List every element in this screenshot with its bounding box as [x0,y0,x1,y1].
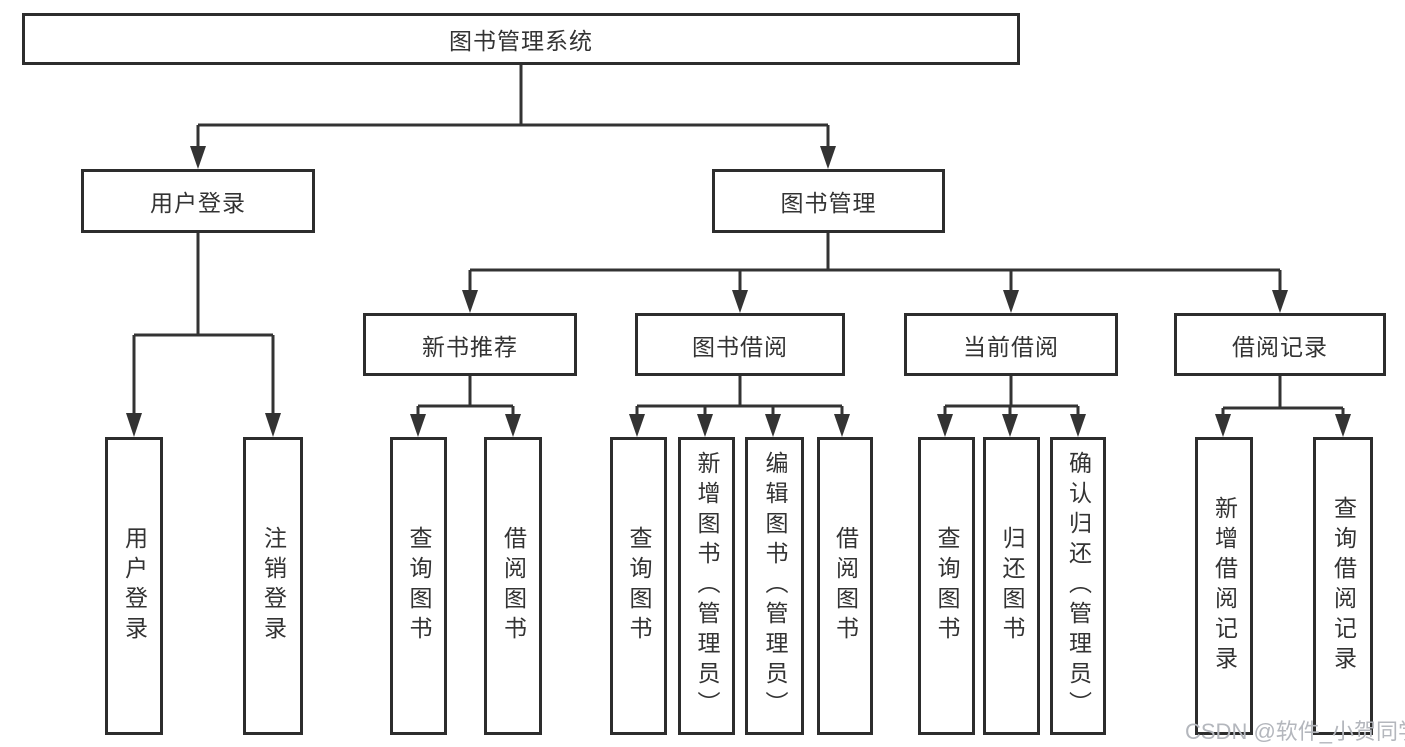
leaf-user-login: 用户登录 [105,437,163,735]
node-user-login: 用户登录 [81,169,315,233]
leaf-borrow-books-recommend: 借阅图书 [484,437,542,735]
arrowhead [505,414,521,437]
leaf-add-borrow-record: 新增借阅记录 [1195,437,1253,735]
node-book-management: 图书管理 [712,169,945,233]
connector-borrow-records-to-children [1215,376,1351,437]
leaf-label: 归还图书 [999,526,1025,646]
arrowhead [1272,290,1288,313]
node-label: 新书推荐 [422,333,518,360]
leaf-label: 借阅图书 [500,526,527,646]
leaf-borrow-books-borrowing: 借阅图书 [817,437,873,735]
leaf-query-books-current: 查询图书 [918,437,975,735]
node-label: 图书管理 [780,190,877,216]
leaf-label: 确认归还（管理员） [1065,451,1092,721]
arrowhead [410,414,426,437]
arrowhead [126,413,142,437]
node-current-borrowing: 当前借阅 [904,313,1118,376]
node-label: 图书管理系统 [449,28,593,54]
leaf-edit-book-admin: 编辑图书（管理员） [745,437,804,735]
leaf-label: 新增借阅记录 [1211,496,1238,676]
leaf-query-borrow-record: 查询借阅记录 [1313,437,1373,735]
leaf-query-books-recommend: 查询图书 [390,437,447,735]
arrowhead [697,414,713,437]
leaf-label: 用户登录 [121,526,148,646]
leaf-label: 查询图书 [934,526,960,646]
leaf-label: 新增图书（管理员） [694,451,720,721]
leaf-label: 查询借阅记录 [1330,496,1357,676]
leaf-return-book: 归还图书 [983,437,1040,735]
node-label: 借阅记录 [1232,333,1328,360]
node-label: 图书借阅 [692,333,788,360]
leaf-label: 查询图书 [406,526,432,646]
arrowhead [765,414,781,437]
leaf-label: 注销登录 [260,526,287,646]
node-library-management-system: 图书管理系统 [22,13,1020,65]
node-label: 用户登录 [150,190,246,216]
connector-book-management-to-level3 [462,233,1288,313]
connector-new-book-recommend-to-children [410,376,521,437]
node-book-borrowing: 图书借阅 [635,313,845,376]
arrowhead [265,413,281,437]
arrowhead [629,414,645,437]
connector-root-to-level2 [190,64,836,169]
node-new-book-recommend: 新书推荐 [363,313,577,376]
leaf-query-books-borrowing: 查询图书 [610,437,667,735]
leaf-label: 查询图书 [626,526,652,646]
arrowhead [937,414,953,437]
node-borrow-records: 借阅记录 [1174,313,1386,376]
arrowhead [462,290,478,313]
arrowhead [834,414,850,437]
leaf-label: 编辑图书（管理员） [762,451,788,721]
arrowhead [820,146,836,169]
csdn-watermark: CSDN @软件_小贺同学 [1185,719,1405,744]
leaf-logout: 注销登录 [243,437,303,735]
arrowhead [1003,290,1019,313]
arrowhead [732,290,748,313]
connector-current-borrowing-to-children [937,376,1086,437]
connector-user-login-to-children [126,233,281,437]
arrowhead [190,146,206,169]
node-label: 当前借阅 [963,333,1059,360]
leaf-confirm-return-admin: 确认归还（管理员） [1050,437,1106,735]
leaf-add-book-admin: 新增图书（管理员） [678,437,735,735]
arrowhead [1215,414,1231,437]
connector-book-borrowing-to-children [629,376,850,437]
leaf-label: 借阅图书 [832,526,859,646]
arrowhead [1002,414,1018,437]
arrowhead [1070,414,1086,437]
arrowhead [1335,414,1351,437]
